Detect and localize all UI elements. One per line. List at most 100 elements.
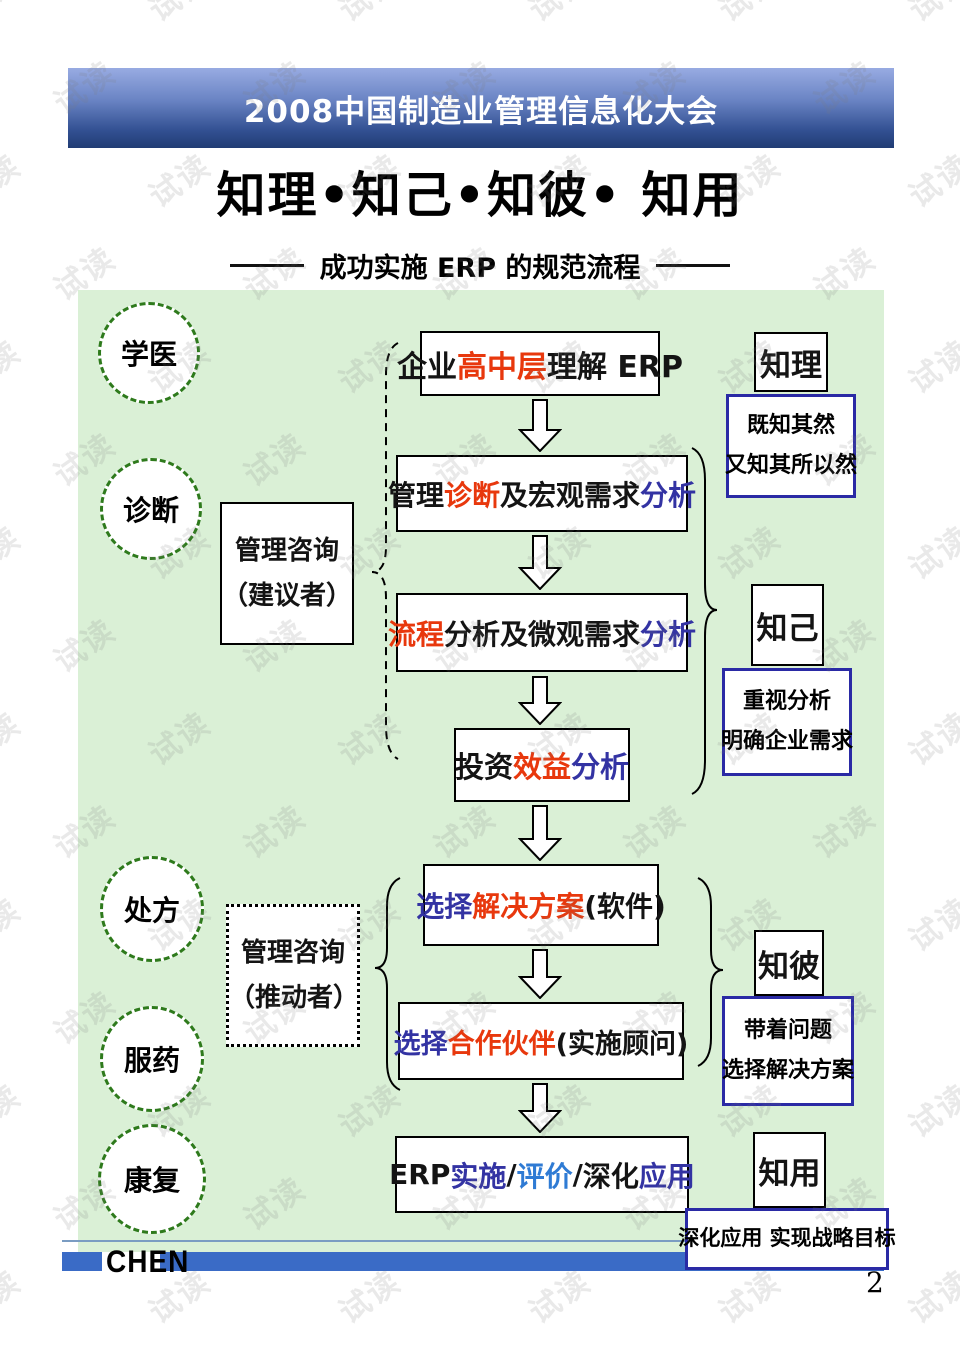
watermark-text: 试读 (902, 705, 960, 774)
know-note-zhili: 既知其然 又知其所以然 (725, 394, 858, 498)
note-line: 既知其然 (746, 413, 835, 439)
chen-logo: CHEN (106, 1244, 190, 1279)
down-arrow-icon (517, 949, 563, 1003)
note-line: 明确企业需求 (721, 729, 854, 754)
brace-know-self (690, 446, 720, 800)
flow-box-macro-analysis: 管理诊断及宏观需求分析 (388, 455, 696, 532)
flow-box-text-segment: 效益 (513, 750, 572, 784)
page-subtitle: 成功实施 ERP 的规范流程 (0, 246, 960, 285)
know-label-text: 知用 (758, 1155, 821, 1192)
watermark-text: 试读 (0, 519, 28, 588)
flow-box-micro-analysis: 流程分析及微观需求分析 (388, 593, 696, 672)
note-line: 带着问题 (743, 1018, 832, 1044)
flow-box-text-segment: 流程 (387, 617, 444, 651)
watermark-text: 试读 (902, 1263, 960, 1332)
know-label-zhili: 知理 (754, 332, 828, 392)
flow-box-text-segment: 解决方案 (472, 890, 585, 923)
page-number: 2 (866, 1266, 884, 1299)
flow-box-erp-apply: ERP 实施/评价/深化应用 (389, 1136, 695, 1213)
watermark-text: 试读 (138, 0, 218, 30)
watermark-text: 试读 (902, 1077, 960, 1146)
stage-circle-study: 学医 (98, 302, 200, 404)
flow-box-text-segment: 实施 (450, 1159, 507, 1193)
know-label-zhibi: 知彼 (754, 930, 824, 996)
footer-rule-line (62, 1240, 884, 1242)
flow-box-select-solution: 选择解决方案(软件) (416, 864, 666, 946)
flow-box-text-segment: 企业 (396, 349, 457, 385)
know-note-zhiji: 重视分析 明确企业需求 (721, 668, 854, 776)
watermark-text: 试读 (0, 1077, 28, 1146)
note-line: 深化应用 实现战略目标 (678, 1226, 896, 1251)
know-note-zhiyong: 深化应用 实现战略目标 (678, 1208, 896, 1270)
note-line: 重视分析 (742, 689, 831, 715)
flow-box-text-segment: 及宏观需求 (500, 478, 641, 512)
flow-box-text-segment: 深化 (582, 1159, 639, 1193)
watermark-text: 试读 (0, 705, 28, 774)
down-arrow-icon (517, 1083, 563, 1137)
flow-box-text-segment: ERP (389, 1158, 451, 1191)
consultant-promoter-box: 管理咨询 （推动者） (226, 904, 360, 1047)
stage-label: 服药 (123, 1044, 180, 1077)
watermark-text: 试读 (0, 333, 28, 402)
down-arrow-icon (517, 535, 563, 594)
stage-label: 处方 (123, 894, 180, 927)
stage-label: 学医 (120, 338, 177, 371)
flow-box-understand-erp: 企业高中层理解 ERP (397, 331, 683, 396)
flow-box-text-segment: 管理 (387, 478, 444, 512)
stage-circle-medicate: 服药 (100, 1006, 204, 1112)
flow-box-text-segment: 高中层 (456, 349, 547, 385)
note-line: 又知其所以然 (725, 453, 858, 478)
conference-banner-text: 2008中国制造业管理信息化大会 (243, 93, 719, 130)
know-note-zhibi: 带着问题 选择解决方案 (722, 996, 854, 1106)
watermark-text: 试读 (902, 333, 960, 402)
consultant-line1: 管理咨询 (240, 938, 345, 969)
stage-label: 康复 (123, 1164, 180, 1197)
subtitle-dash-right (656, 264, 731, 267)
consultant-line2: （建议者） (222, 580, 353, 611)
down-arrow-icon (517, 676, 563, 729)
down-arrow-icon (517, 399, 563, 456)
flow-box-text-segment: 理解 ERP (546, 349, 684, 385)
flow-box-text-segment: (实施顾问) (555, 1028, 689, 1060)
down-arrow-icon (517, 805, 563, 865)
brace-promoter (372, 876, 402, 1096)
brace-know-others (696, 876, 726, 1072)
flow-box-text-segment: 诊断 (443, 478, 500, 512)
consultant-line2: （推动者） (229, 982, 360, 1013)
flow-box-text-segment: 分析 (571, 750, 630, 784)
watermark-text: 试读 (0, 891, 28, 960)
flow-box-text-segment: 投资 (454, 750, 513, 784)
know-label-text: 知理 (760, 347, 822, 384)
flow-box-text-segment: 选择 (393, 1028, 448, 1060)
flow-box-text-segment: 评价 (516, 1159, 573, 1193)
stage-circle-recover: 康复 (98, 1124, 206, 1234)
flow-box-text-segment: 应用 (638, 1159, 695, 1193)
know-label-zhiji: 知己 (751, 584, 824, 666)
flow-box-text-segment: 合作伙伴 (447, 1028, 556, 1060)
watermark-text: 试读 (902, 519, 960, 588)
note-line: 选择解决方案 (722, 1058, 855, 1083)
watermark-text: 试读 (328, 0, 408, 30)
flow-box-text-segment: / (506, 1158, 517, 1191)
flow-box-text-segment: 选择 (416, 890, 473, 923)
page-title: 知理•知己•知彼• 知用 (216, 167, 744, 224)
subtitle-dash-left (229, 264, 304, 267)
watermark-text: 试读 (898, 0, 960, 30)
stage-circle-diagnose: 诊断 (100, 458, 202, 560)
watermark-text: 试读 (902, 891, 960, 960)
know-label-zhiyong: 知用 (753, 1132, 826, 1208)
flow-box-text-segment: 分析 (640, 478, 697, 512)
stage-label: 诊断 (122, 494, 179, 527)
page-subtitle-text: 成功实施 ERP 的规范流程 (319, 253, 641, 284)
flow-box-text-segment: 分析及微观需求 (444, 617, 641, 651)
footer-bar-left (62, 1252, 102, 1271)
conference-banner: 2008中国制造业管理信息化大会 (68, 68, 894, 148)
flow-box-roi-analysis: 投资效益分析 (454, 728, 630, 802)
flow-box-select-partner: 选择合作伙伴(实施顾问) (394, 1002, 688, 1080)
know-label-text: 知彼 (758, 948, 820, 985)
flow-box-text-segment: 分析 (640, 617, 697, 651)
dashed-brace-advisor (366, 341, 402, 765)
watermark-text: 试读 (708, 0, 788, 30)
flow-box-text-segment: (软件) (584, 890, 666, 923)
